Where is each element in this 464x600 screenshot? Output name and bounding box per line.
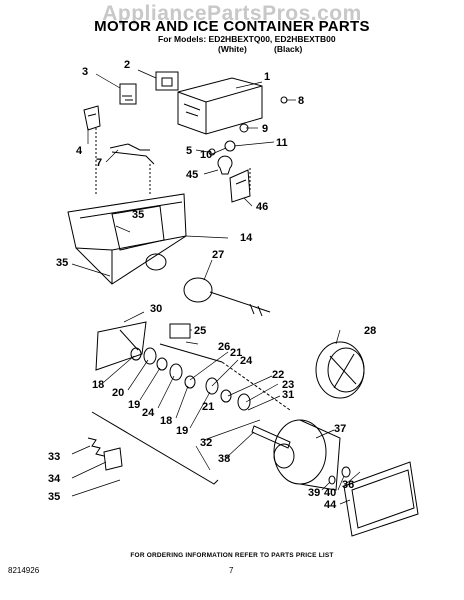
callout-37: 37 bbox=[334, 423, 346, 435]
coupler-part bbox=[169, 323, 191, 339]
callout-numbers: 1 2 3 4 5 7 8 9 10 11 45 46 35 14 27 35 … bbox=[48, 59, 376, 511]
leader-lines bbox=[71, 69, 361, 505]
callout-11: 11 bbox=[276, 137, 288, 149]
callout-20: 20 bbox=[112, 387, 124, 399]
watermark: AppliancePartsPros.com bbox=[102, 2, 362, 25]
callout-35-bottom: 35 bbox=[48, 491, 60, 503]
callout-7: 7 bbox=[96, 157, 102, 169]
wire-harness bbox=[109, 143, 155, 165]
callout-34: 34 bbox=[48, 473, 61, 485]
callout-9: 9 bbox=[262, 123, 268, 135]
ice-container bbox=[67, 193, 187, 285]
callout-23: 23 bbox=[282, 379, 294, 391]
callout-24-low: 24 bbox=[142, 407, 155, 419]
callout-38: 38 bbox=[218, 453, 230, 465]
callout-31: 31 bbox=[282, 389, 294, 401]
bulb-part bbox=[217, 155, 233, 175]
callout-32: 32 bbox=[200, 437, 212, 449]
callout-35-mid: 35 bbox=[56, 257, 68, 269]
callout-45: 45 bbox=[186, 169, 198, 181]
callout-39: 39 bbox=[308, 487, 320, 499]
callout-1: 1 bbox=[264, 71, 270, 83]
washer-part bbox=[341, 466, 351, 478]
callout-19-low: 19 bbox=[176, 425, 188, 437]
callout-14: 14 bbox=[240, 232, 253, 244]
callout-35-top: 35 bbox=[132, 209, 144, 221]
switch-part bbox=[155, 71, 179, 91]
auger-motor bbox=[183, 277, 271, 317]
blade-stack bbox=[130, 347, 251, 411]
callout-2: 2 bbox=[124, 59, 130, 71]
callout-21-top: 21 bbox=[230, 347, 242, 359]
callout-24-top: 24 bbox=[240, 355, 253, 367]
auger-wheel bbox=[315, 341, 365, 399]
relay-part bbox=[119, 83, 137, 105]
model-numbers: For Models: ED2HBEXTQ00, ED2HBEXTB00 bbox=[158, 34, 336, 44]
callout-30: 30 bbox=[150, 303, 162, 315]
callout-36: 36 bbox=[342, 479, 354, 491]
blade-disc bbox=[95, 321, 147, 371]
callout-21-low: 21 bbox=[202, 401, 214, 413]
link-arm bbox=[251, 425, 291, 449]
callout-10: 10 bbox=[200, 149, 212, 161]
callout-18-left: 18 bbox=[92, 379, 104, 391]
callout-8: 8 bbox=[298, 95, 304, 107]
shaft-rod bbox=[159, 343, 223, 363]
callout-4: 4 bbox=[76, 145, 83, 157]
spring-part bbox=[87, 437, 105, 457]
clip-part bbox=[103, 447, 123, 471]
ordering-note: FOR ORDERING INFORMATION REFER TO PARTS … bbox=[130, 552, 334, 559]
callout-40: 40 bbox=[324, 487, 336, 499]
variant-black: (Black) bbox=[274, 44, 303, 54]
bracket-46-part bbox=[229, 169, 251, 203]
callout-22: 22 bbox=[272, 369, 284, 381]
callout-33: 33 bbox=[48, 451, 60, 463]
callout-44: 44 bbox=[324, 499, 337, 511]
gear-motor bbox=[273, 419, 341, 491]
callout-46: 46 bbox=[256, 201, 268, 213]
callout-18-low: 18 bbox=[160, 415, 172, 427]
rod-part bbox=[91, 411, 219, 485]
callout-3: 3 bbox=[82, 66, 88, 78]
document-number: 8214926 bbox=[8, 566, 40, 575]
callout-25: 25 bbox=[194, 325, 206, 337]
variant-white: (White) bbox=[218, 44, 247, 54]
page-number: 7 bbox=[229, 566, 234, 575]
callout-19-left: 19 bbox=[128, 399, 140, 411]
bracket-part bbox=[83, 105, 101, 131]
callout-5: 5 bbox=[186, 145, 192, 157]
callout-26: 26 bbox=[218, 341, 230, 353]
callout-27: 27 bbox=[212, 249, 224, 261]
screw-part bbox=[208, 148, 216, 156]
motor-housing bbox=[177, 77, 263, 135]
nut-40-part bbox=[328, 475, 336, 485]
motor-cover bbox=[343, 461, 419, 537]
capacitor-part bbox=[224, 140, 236, 152]
callout-28: 28 bbox=[364, 325, 376, 337]
diagram-title: MOTOR AND ICE CONTAINER PARTS bbox=[94, 18, 370, 35]
